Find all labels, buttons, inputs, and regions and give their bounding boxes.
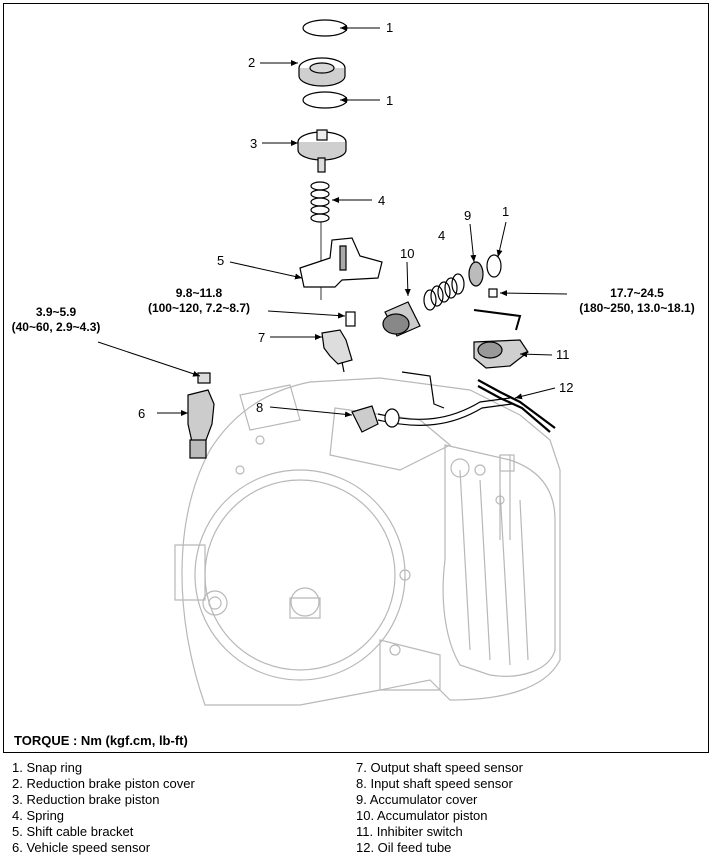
exploded-view-diagram: 1 2 1 3 4 5 9 1 4 10 7 11 12 6 8 <box>97 19 573 706</box>
callout-2: 2 <box>248 55 255 70</box>
callout-4a: 4 <box>378 193 385 208</box>
spring-right <box>423 273 465 311</box>
callout-1c: 1 <box>502 204 509 219</box>
parts-legend-right: 7. Output shaft speed sensor 8. Input sh… <box>356 760 523 856</box>
callout-11: 11 <box>556 347 570 362</box>
output-speed-sensor <box>321 329 353 365</box>
callout-numbers: 1 2 1 3 4 5 9 1 4 10 7 11 12 6 8 <box>138 20 573 421</box>
callout-12: 12 <box>559 380 573 395</box>
legend-item: 9. Accumulator cover <box>356 792 478 807</box>
torque-spec-kgf-lbft: (180~250, 13.0~18.1) <box>579 301 695 315</box>
callout-3: 3 <box>250 136 257 151</box>
callout-5: 5 <box>217 253 224 268</box>
bolt-upper <box>345 311 356 327</box>
bolt-right <box>488 288 498 298</box>
callout-1b: 1 <box>386 93 393 108</box>
callout-9: 9 <box>464 208 471 223</box>
torque-spec-nm: 9.8~11.8 <box>175 286 223 300</box>
torque-spec-vehicle-sensor-bolt: 3.9~5.9 (40~60, 2.9~4.3) <box>10 305 102 335</box>
input-speed-sensor <box>351 405 379 433</box>
parts-legend-left: 1. Snap ring 2. Reduction brake piston c… <box>12 760 195 856</box>
legend-item: 11. Inhibiter switch <box>356 824 463 839</box>
callout-6: 6 <box>138 406 145 421</box>
callout-10: 10 <box>400 246 414 261</box>
snap-ring-right <box>486 254 502 278</box>
callout-8: 8 <box>256 400 263 415</box>
legend-item: 6. Vehicle speed sensor <box>12 840 151 855</box>
leader-lines <box>97 25 568 418</box>
callout-4b: 4 <box>438 228 445 243</box>
legend-item: 1. Snap ring <box>12 760 83 775</box>
legend-item: 12. Oil feed tube <box>356 840 452 855</box>
legend-item: 4. Spring <box>12 808 65 823</box>
legend-item: 8. Input shaft speed sensor <box>356 776 513 791</box>
transmission-housing <box>174 377 561 706</box>
torque-spec-kgf-lbft: (40~60, 2.9~4.3) <box>11 320 101 334</box>
legend-item: 10. Accumulator piston <box>356 808 488 823</box>
legend-item: 3. Reduction brake piston <box>12 792 160 807</box>
spring-upper <box>310 181 330 223</box>
callout-1a: 1 <box>386 20 393 35</box>
accumulator-cover <box>468 261 484 287</box>
torque-spec-output-sensor-bolt: 9.8~11.8 (100~120, 7.2~8.7) <box>134 286 264 316</box>
torque-spec-kgf-lbft: (100~120, 7.2~8.7) <box>147 301 251 315</box>
vehicle-speed-sensor <box>187 389 215 443</box>
legend-item: 2. Reduction brake piston cover <box>12 776 195 791</box>
torque-spec-inhibiter-bolt: 17.7~24.5 (180~250, 13.0~18.1) <box>570 286 704 316</box>
diagram-frame <box>3 3 709 753</box>
torque-spec-nm: 17.7~24.5 <box>610 286 664 300</box>
legend-item: 5. Shift cable bracket <box>12 824 134 839</box>
torque-spec-nm: 3.9~5.9 <box>35 305 77 319</box>
parts <box>187 19 556 459</box>
callout-7: 7 <box>258 330 265 345</box>
oil-feed-tube <box>477 379 556 429</box>
legend-item: 7. Output shaft speed sensor <box>356 760 523 775</box>
torque-units-title: TORQUE : Nm (kgf.cm, lb-ft) <box>14 733 188 748</box>
